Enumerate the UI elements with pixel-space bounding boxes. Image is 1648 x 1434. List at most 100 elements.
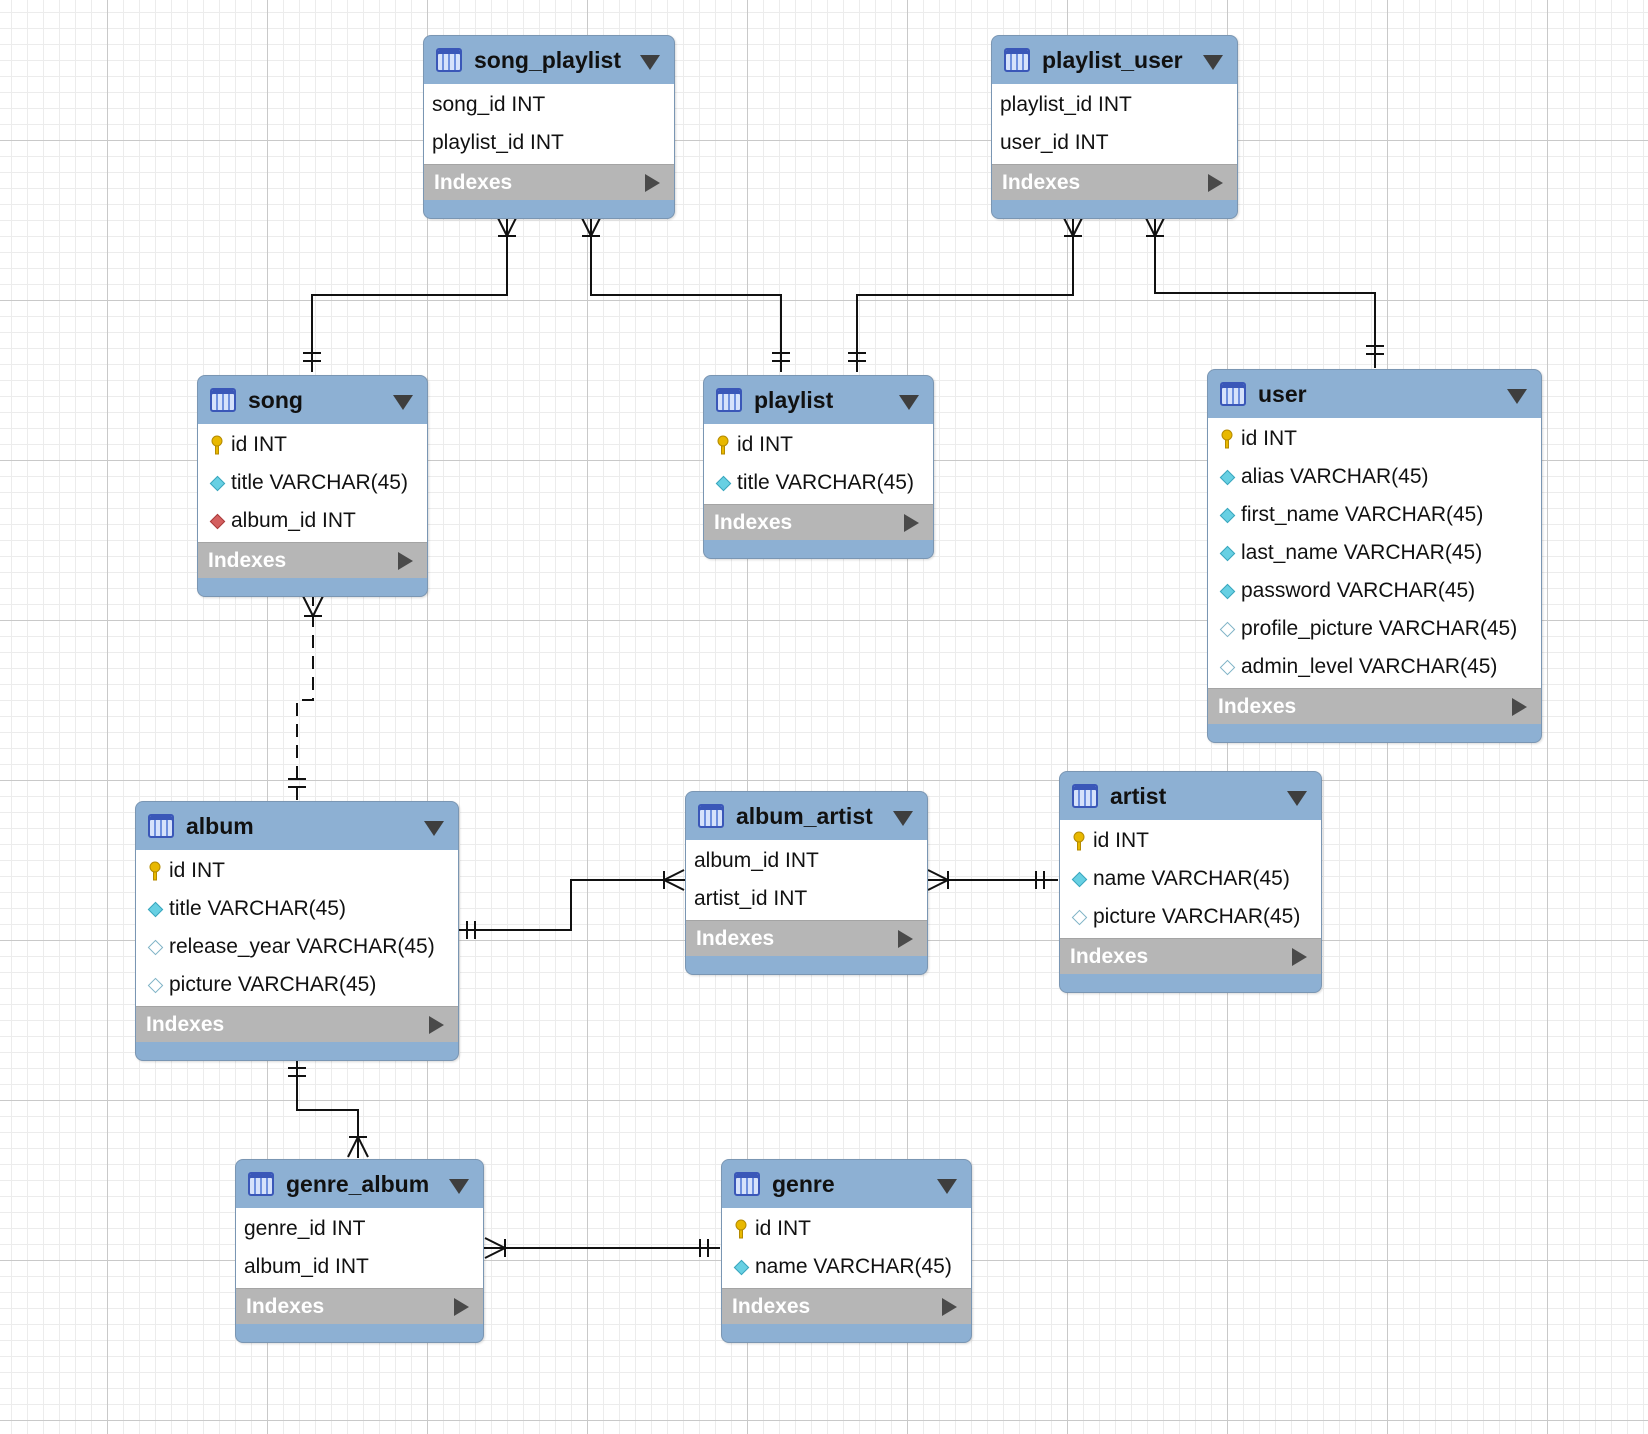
column-label: admin_level VARCHAR(45) [1241,655,1498,678]
table-album[interactable]: album id INT title VARCHAR(45) release_year… [135,801,459,1061]
nullable-column-icon [1216,656,1238,678]
relationship-genre-genre-album[interactable] [484,1237,720,1259]
column-row[interactable]: last_name VARCHAR(45) [1208,534,1541,572]
collapse-caret-icon[interactable] [937,1179,957,1194]
collapse-caret-icon[interactable] [1507,389,1527,404]
column-row[interactable]: title VARCHAR(45) [198,464,427,502]
indexes-section[interactable]: Indexes [136,1006,458,1042]
table-header[interactable]: playlist [704,376,933,424]
column-row[interactable]: id INT [704,426,933,464]
column-label: album_id INT [244,1255,369,1278]
column-row[interactable]: title VARCHAR(45) [704,464,933,502]
column-row[interactable]: id INT [136,852,458,890]
column-row[interactable]: id INT [722,1210,971,1248]
expand-arrow-icon[interactable] [898,930,913,948]
expand-arrow-icon[interactable] [1208,174,1223,192]
column-row[interactable]: admin_level VARCHAR(45) [1208,648,1541,686]
indexes-section[interactable]: Indexes [424,164,674,200]
table-name: album [186,812,254,839]
column-row[interactable]: profile_picture VARCHAR(45) [1208,610,1541,648]
column-row[interactable]: id INT [1060,822,1321,860]
expand-arrow-icon[interactable] [1292,948,1307,966]
column-row[interactable]: genre_id INT [236,1210,483,1248]
relationship-album-genre-album[interactable] [288,1061,369,1158]
indexes-section[interactable]: Indexes [1208,688,1541,724]
table-header[interactable]: album_artist [686,792,927,840]
collapse-caret-icon[interactable] [1287,791,1307,806]
column-row[interactable]: album_id INT [236,1248,483,1286]
indexes-section[interactable]: Indexes [722,1288,971,1324]
column-row[interactable]: release_year VARCHAR(45) [136,928,458,966]
nullable-column-icon [144,974,166,996]
collapse-caret-icon[interactable] [640,55,660,70]
column-row[interactable]: id INT [1208,420,1541,458]
column-row[interactable]: password VARCHAR(45) [1208,572,1541,610]
table-header[interactable]: playlist_user [992,36,1237,84]
relationship-song-song-playlist[interactable] [303,215,518,372]
relationship-album-album-artist[interactable] [458,869,685,939]
column-row[interactable]: title VARCHAR(45) [136,890,458,928]
table-header[interactable]: album [136,802,458,850]
collapse-caret-icon[interactable] [393,395,413,410]
expand-arrow-icon[interactable] [942,1298,957,1316]
expand-arrow-icon[interactable] [398,552,413,570]
column-row[interactable]: name VARCHAR(45) [722,1248,971,1286]
table-header[interactable]: artist [1060,772,1321,820]
column-label: artist_id INT [694,887,808,910]
table-name: artist [1110,782,1167,809]
collapse-caret-icon[interactable] [893,811,913,826]
column-row[interactable]: first_name VARCHAR(45) [1208,496,1541,534]
collapse-caret-icon[interactable] [424,821,444,836]
column-row[interactable]: alias VARCHAR(45) [1208,458,1541,496]
indexes-section[interactable]: Indexes [686,920,927,956]
indexes-section[interactable]: Indexes [236,1288,483,1324]
indexes-section[interactable]: Indexes [1060,938,1321,974]
column-row[interactable]: artist_id INT [686,880,927,918]
expand-arrow-icon[interactable] [645,174,660,192]
column-row[interactable]: album_id INT [198,502,427,540]
indexes-section[interactable]: Indexes [198,542,427,578]
relationship-playlist-song-playlist[interactable] [580,215,790,372]
relationship-user-playlist-user[interactable] [1144,215,1384,368]
collapse-caret-icon[interactable] [449,1179,469,1194]
collapse-caret-icon[interactable] [899,395,919,410]
relationship-playlist-playlist-user[interactable] [848,215,1084,372]
collapse-caret-icon[interactable] [1203,55,1223,70]
expand-arrow-icon[interactable] [904,514,919,532]
expand-arrow-icon[interactable] [454,1298,469,1316]
table-header[interactable]: genre_album [236,1160,483,1208]
indexes-section[interactable]: Indexes [992,164,1237,200]
column-row[interactable]: song_id INT [424,86,674,124]
table-icon [1220,382,1246,406]
table-header[interactable]: song [198,376,427,424]
column-row[interactable]: playlist_id INT [992,86,1237,124]
not-null-column-icon [712,472,734,494]
table-header[interactable]: user [1208,370,1541,418]
column-list: genre_id INT album_id INT [236,1208,483,1288]
expand-arrow-icon[interactable] [429,1016,444,1034]
indexes-label: Indexes [1002,170,1081,194]
expand-arrow-icon[interactable] [1512,698,1527,716]
column-row[interactable]: user_id INT [992,124,1237,162]
column-row[interactable]: id INT [198,426,427,464]
relationship-album-song[interactable] [288,595,324,800]
column-row[interactable]: picture VARCHAR(45) [136,966,458,1004]
column-row[interactable]: picture VARCHAR(45) [1060,898,1321,936]
column-row[interactable]: name VARCHAR(45) [1060,860,1321,898]
table-header[interactable]: genre [722,1160,971,1208]
indexes-section[interactable]: Indexes [704,504,933,540]
table-header[interactable]: song_playlist [424,36,674,84]
column-label: title VARCHAR(45) [169,897,346,920]
column-row[interactable]: playlist_id INT [424,124,674,162]
relationship-artist-album-artist[interactable] [927,869,1058,891]
column-row[interactable]: album_id INT [686,842,927,880]
